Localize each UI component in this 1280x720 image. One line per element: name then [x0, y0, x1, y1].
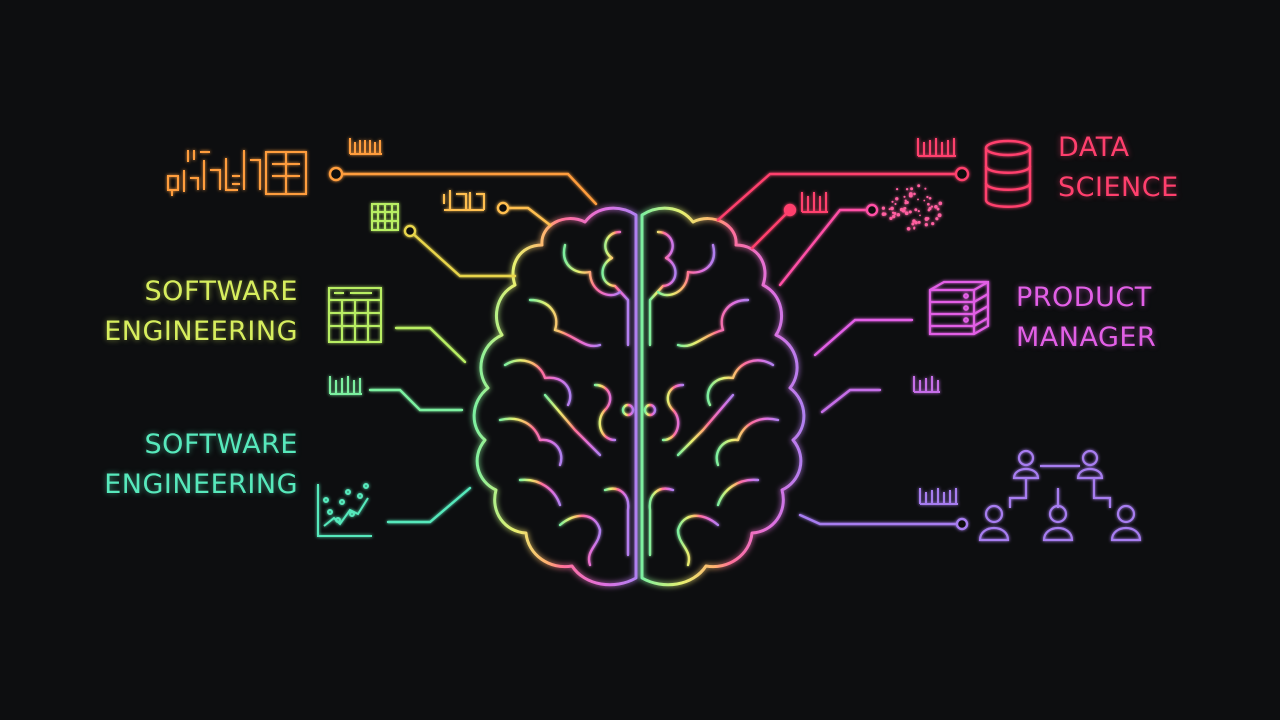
label-data-science: DATA SCIENCE	[1058, 128, 1179, 208]
label-software-engineering-lower: SOFTWARE ENGINEERING	[104, 425, 298, 505]
dot	[891, 200, 894, 203]
dot	[905, 188, 909, 191]
dot	[903, 207, 906, 210]
dot	[912, 219, 916, 223]
dot	[908, 192, 913, 197]
dot	[893, 212, 897, 215]
dot	[936, 217, 939, 221]
label-line: MANAGER	[1016, 322, 1157, 353]
label-product-manager: PRODUCT MANAGER	[1016, 278, 1156, 358]
dot	[917, 210, 920, 213]
glyph-marks	[329, 138, 958, 505]
dot	[938, 201, 943, 206]
dot	[917, 184, 921, 188]
dot	[904, 199, 907, 202]
label-line: PRODUCT	[1016, 282, 1152, 313]
brain-icon	[472, 206, 806, 587]
scatter-plot-icon	[317, 483, 372, 537]
right-connectors	[716, 172, 964, 526]
label-line: SCIENCE	[1058, 172, 1179, 203]
dot	[930, 205, 934, 208]
dot	[904, 211, 909, 216]
dot	[937, 213, 942, 218]
dot	[896, 213, 901, 217]
dot	[895, 187, 899, 191]
dot	[926, 217, 930, 220]
dot	[914, 208, 918, 212]
server-stack-icon	[928, 280, 990, 336]
dot	[917, 220, 921, 224]
label-line: ENGINEERING	[104, 469, 298, 500]
dot	[904, 201, 908, 205]
dot	[910, 187, 914, 191]
org-chart-icon	[978, 449, 1142, 542]
dot	[928, 196, 932, 200]
dot	[903, 195, 906, 198]
dot-cloud-icon	[881, 184, 943, 231]
label-line: DATA	[1058, 132, 1130, 163]
dot	[881, 212, 886, 216]
left-connector-nodes	[328, 166, 510, 238]
dot	[906, 226, 911, 231]
dot	[917, 198, 919, 201]
dot	[889, 216, 893, 221]
dot	[923, 199, 926, 202]
dot	[913, 192, 916, 196]
dot	[926, 195, 929, 199]
dot	[927, 202, 930, 206]
left-connectors	[334, 172, 598, 524]
label-line: SOFTWARE	[144, 276, 298, 307]
dot	[931, 221, 935, 226]
label-software-engineering-upper: SOFTWARE ENGINEERING	[104, 272, 298, 352]
label-line: ENGINEERING	[104, 316, 298, 347]
dot	[924, 223, 928, 227]
dot	[899, 207, 904, 212]
dot	[892, 214, 896, 219]
brain-folds	[498, 230, 780, 567]
spreadsheet-icon	[328, 287, 382, 343]
dot	[881, 206, 886, 210]
dot	[888, 208, 891, 211]
dot	[919, 214, 921, 217]
dot	[890, 206, 894, 211]
dot	[913, 227, 916, 230]
circuit-sketch-icon	[167, 150, 307, 196]
dot	[924, 187, 927, 190]
database-icon	[984, 139, 1032, 208]
dot	[936, 207, 940, 211]
dot	[908, 210, 912, 214]
dot	[894, 202, 897, 206]
label-line: SOFTWARE	[144, 429, 298, 460]
calendar-grid-icon	[371, 203, 399, 231]
dot	[895, 197, 899, 201]
dot	[928, 207, 932, 211]
right-connector-nodes	[783, 166, 970, 531]
dot	[934, 204, 938, 209]
dot	[911, 222, 915, 226]
